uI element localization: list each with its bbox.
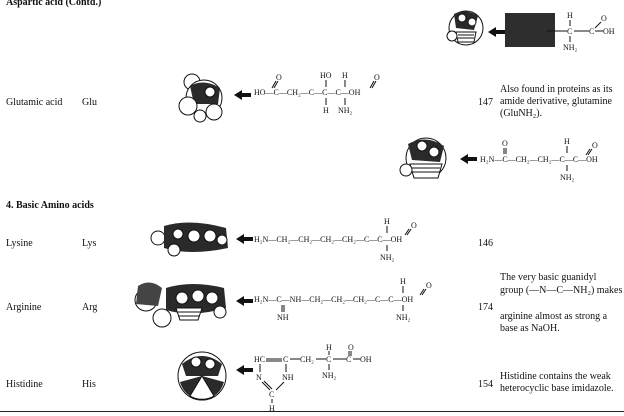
svg-text:NH₂: NH₂ <box>322 371 337 380</box>
svg-text:NH₂: NH₂ <box>338 106 353 115</box>
glutamic-name: Glutamic acid <box>6 97 63 108</box>
arrow-left-icon <box>488 27 505 37</box>
svg-text:HO: HO <box>320 71 332 80</box>
svg-text:NH: NH <box>282 373 294 382</box>
lysine-name: Lysine <box>6 238 33 249</box>
svg-text:O: O <box>348 343 354 352</box>
svg-text:H₂N—C—CH₂—CH₂—C—C—OH: H₂N—C—CH₂—CH₂—C—C—OH <box>480 155 598 164</box>
svg-text:H₂N—C—NH—CH₂—CH₂—CH₂—C—C—OH: H₂N—C—NH—CH₂—CH₂—CH₂—C—C—OH <box>254 295 413 304</box>
glutamic-note: Also found in proteins as its amide deri… <box>500 84 613 119</box>
svg-text:H: H <box>342 71 348 80</box>
arginine-space-filling-model <box>134 282 227 328</box>
arginine-note-3: arginine almost as strong a <box>500 311 608 322</box>
glutamine-space-filling-model <box>399 137 447 179</box>
section-title: Aspartic acid (Contd.) <box>6 0 102 8</box>
svg-text:NH₂: NH₂ <box>560 173 575 182</box>
arginine-mass: 174 <box>478 302 493 313</box>
svg-text:NH₂: NH₂ <box>396 313 411 322</box>
svg-text:NH₂: NH₂ <box>563 43 578 52</box>
svg-text:O: O <box>374 73 380 82</box>
svg-text:N: N <box>256 373 262 382</box>
arrow-left-icon <box>236 365 253 375</box>
svg-text:OH: OH <box>360 355 372 364</box>
histidine-note-1: Histidine contains the weak <box>500 371 611 382</box>
aspartic-formula: H C C O OH NH₂ <box>547 11 615 52</box>
svg-text:C: C <box>283 355 288 364</box>
svg-text:C: C <box>567 27 572 36</box>
arginine-name: Arginine <box>6 302 42 313</box>
svg-text:O: O <box>411 221 417 230</box>
glutamic-formula: HO H HO—C—CH₂—C—C—C—OH O O H NH₂ <box>254 71 380 115</box>
section-heading-basic: 4. Basic Amino acids <box>6 200 94 211</box>
svg-text:OH: OH <box>603 27 615 36</box>
bottom-rule <box>0 411 624 412</box>
histidine-name: Histidine <box>6 379 43 390</box>
arginine-note-1: The very basic guanidyl <box>500 272 597 283</box>
glutamic-space-filling-model <box>178 73 223 123</box>
svg-text:O: O <box>592 141 598 150</box>
svg-text:HO—C—CH₂—C—C—C—OH: HO—C—CH₂—C—C—C—OH <box>254 88 361 97</box>
glutamic-abbr: Glu <box>82 97 97 108</box>
arginine-formula: H H₂N—C—NH—CH₂—CH₂—CH₂—C—C—OH O NH NH₂ <box>254 277 432 322</box>
svg-text:C: C <box>269 390 274 399</box>
svg-text:NH: NH <box>277 313 289 322</box>
svg-text:H: H <box>269 404 275 413</box>
histidine-abbr: His <box>82 379 96 390</box>
svg-text:H₂N—CH₂—CH₂—CH₂—CH₂—C—C—OH: H₂N—CH₂—CH₂—CH₂—CH₂—C—C—OH <box>254 235 402 244</box>
arginine-note-4: base as NaOH. <box>500 323 560 334</box>
aspartic-space-filling-model <box>446 10 484 46</box>
svg-text:CH₂: CH₂ <box>300 355 314 364</box>
lysine-space-filling-model <box>150 222 228 257</box>
svg-text:NH₂: NH₂ <box>380 253 395 262</box>
svg-text:H: H <box>564 137 570 146</box>
arginine-abbr: Arg <box>82 302 98 313</box>
lysine-formula: H H₂N—CH₂—CH₂—CH₂—CH₂—C—C—OH O NH₂ <box>254 217 417 262</box>
svg-text:O: O <box>601 14 607 23</box>
svg-text:H: H <box>400 277 406 286</box>
svg-text:C: C <box>346 355 351 364</box>
histidine-space-filling-model <box>177 351 227 401</box>
histidine-note-2: heterocyclic base imidazole. <box>500 383 614 394</box>
glutamine-formula: H O H₂N—C—CH₂—CH₂—C—C—OH O NH₂ <box>480 137 598 182</box>
svg-text:O: O <box>426 281 432 290</box>
svg-text:H: H <box>326 343 332 352</box>
svg-text:O: O <box>502 139 508 148</box>
histidine-formula: HC C CH₂ C C OH O H NH₂ N NH C H <box>254 343 372 413</box>
lysine-abbr: Lys <box>82 238 97 249</box>
arrow-left-icon <box>236 234 253 244</box>
svg-text:O: O <box>276 73 282 82</box>
lysine-mass: 146 <box>478 238 493 249</box>
arrow-left-icon <box>234 90 251 100</box>
arrow-left-icon <box>460 154 477 164</box>
svg-text:HC: HC <box>254 355 265 364</box>
arginine-note-2: group (—N—C—NH₂) makes <box>500 285 623 296</box>
svg-text:C: C <box>589 27 594 36</box>
aspartic-shaded-block <box>505 13 555 47</box>
svg-text:C: C <box>326 355 331 364</box>
svg-text:H: H <box>384 217 390 226</box>
svg-text:H: H <box>567 11 573 20</box>
arrow-left-icon <box>236 296 253 306</box>
glutamic-mass: 147 <box>478 97 493 108</box>
histidine-mass: 154 <box>478 379 493 390</box>
svg-text:H: H <box>323 106 329 115</box>
